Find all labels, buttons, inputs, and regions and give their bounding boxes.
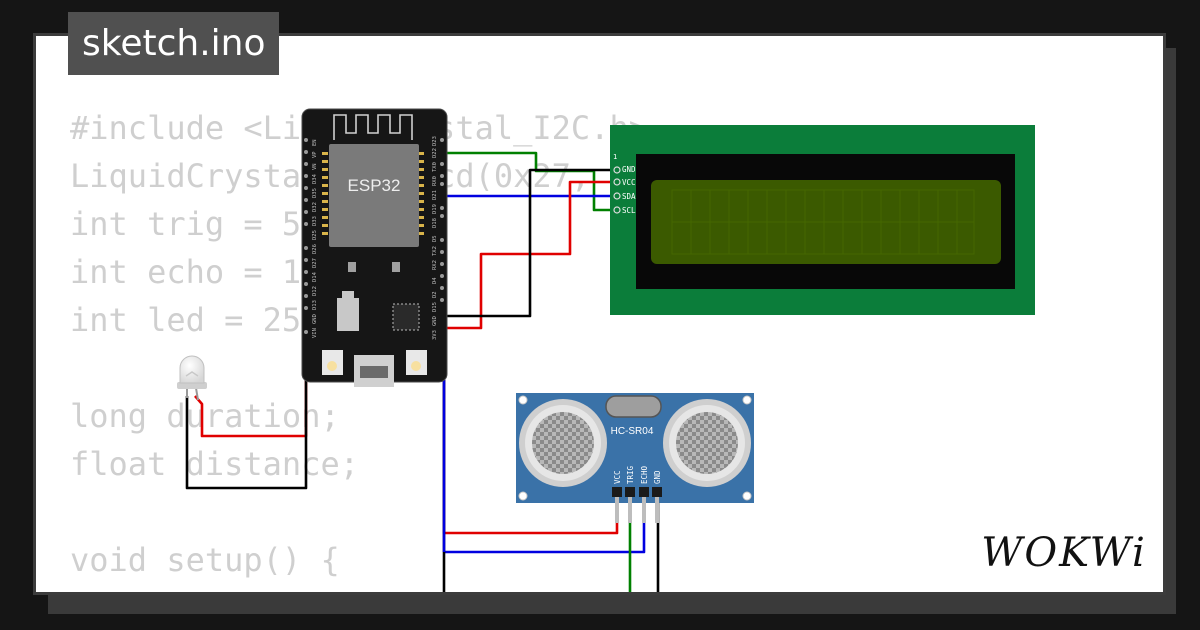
esp32-pin-label: VIN — [312, 328, 318, 338]
esp32-module — [329, 144, 419, 247]
led-rim — [177, 382, 207, 389]
code-line: lcd.init(); — [70, 584, 744, 592]
esp32-pin-label: D12 — [312, 286, 318, 296]
esp32-pin-label: GND — [312, 314, 318, 324]
smd-part — [348, 262, 356, 272]
lcd-pin-one-mark: 1 — [613, 153, 617, 161]
esp32-pin-label: D19 — [432, 204, 438, 214]
lcd-display[interactable]: 1 GND VCC SDA SCL — [610, 125, 1035, 315]
sensor-header-pins — [612, 487, 662, 497]
sensor-label: HC-SR04 — [611, 426, 654, 437]
esp32-pin-label: D27 — [312, 258, 318, 268]
esp32-pin-label: D23 — [432, 136, 438, 146]
lcd-pin-label: SCL — [622, 206, 636, 215]
esp32-pin-label: D14 — [312, 271, 318, 282]
led-leg — [195, 387, 199, 401]
wire-lcd-gnd[interactable] — [442, 168, 614, 318]
esp32-pin-label: RX0 — [432, 176, 438, 186]
lcd-pin-label: SDA — [622, 192, 636, 201]
esp32-pin-label: VP — [312, 151, 318, 158]
code-line: long duration; — [70, 397, 340, 435]
lcd-character-grid — [671, 189, 975, 255]
esp32-pin-label: RX2 — [432, 260, 438, 270]
led[interactable] — [177, 355, 207, 401]
esp32-pin-label: D35 — [312, 188, 318, 198]
wokwi-logo: WOKWi — [981, 530, 1147, 576]
esp32-pin-label: TX0 — [432, 162, 438, 172]
sensor-pin-label: ECHO — [640, 465, 649, 484]
esp32-pin-label: EN — [312, 139, 318, 146]
sensor-pin-label: VCC — [613, 470, 622, 484]
esp32-pin-label: D13 — [312, 300, 318, 310]
code-line: void setup() { — [70, 541, 340, 579]
regulator-tab — [342, 291, 354, 298]
esp32-pin-label: D2 — [432, 291, 438, 298]
esp32-pin-label: D22 — [432, 148, 438, 158]
lcd-pin-connectors — [613, 166, 621, 214]
esp32-pin-label: D34 — [312, 173, 318, 184]
transducer-right — [663, 399, 751, 487]
esp32-pin-label: D4 — [432, 277, 438, 284]
esp32-pin-label: D21 — [432, 190, 438, 200]
esp32-pin-label: 3V3 — [432, 330, 438, 340]
esp32-pin-label: GND — [432, 316, 438, 326]
reset-button-cap — [327, 361, 337, 371]
code-line: float distance; — [70, 445, 359, 483]
sensor-header-legs — [615, 497, 659, 523]
esp32-pin-label: D15 — [432, 302, 438, 312]
usb-chip — [392, 303, 420, 331]
transducer-left — [519, 399, 607, 487]
voltage-regulator — [337, 298, 359, 331]
crystal — [605, 395, 662, 418]
led-body — [179, 355, 205, 384]
esp32-pin-label: VN — [312, 163, 318, 170]
boot-button-cap — [411, 361, 421, 371]
module-pads — [322, 152, 424, 235]
esp32-pin-label: D32 — [312, 202, 318, 212]
usb-port-hole — [360, 366, 388, 378]
wire-led-anode[interactable] — [194, 236, 308, 438]
lcd-pin-label: GND — [622, 165, 636, 174]
esp32-pin-label: TX2 — [432, 246, 438, 256]
smd-part — [392, 262, 400, 272]
sensor-pin-label: TRIG — [626, 465, 635, 484]
right-pin-header — [440, 138, 444, 302]
sensor-pin-label: GND — [653, 470, 662, 484]
wire-led-cathode[interactable] — [185, 320, 308, 490]
esp32-board[interactable]: ESP32 EN VP VN D34 D35 D3 — [301, 108, 448, 387]
esp32-pin-label: D18 — [432, 218, 438, 228]
lcd-pin-label: VCC — [622, 178, 636, 187]
esp32-pin-label: D25 — [312, 230, 318, 240]
wire-lcd-vcc[interactable] — [442, 180, 614, 330]
file-name-tab[interactable]: sketch.ino — [68, 12, 280, 75]
esp32-pin-label: D33 — [312, 216, 318, 226]
mounting-holes — [518, 395, 752, 501]
ultrasonic-sensor[interactable]: HC-SR04 VCC TRIG ECHO GND — [516, 393, 754, 523]
esp32-pin-label: D26 — [312, 244, 318, 254]
code-line: int trig = 5; — [70, 205, 321, 243]
esp32-label: ESP32 — [348, 176, 401, 195]
left-pin-header — [304, 138, 308, 334]
antenna-trace — [333, 114, 413, 140]
esp32-pin-label: D5 — [432, 235, 438, 242]
led-reflector — [185, 371, 199, 377]
